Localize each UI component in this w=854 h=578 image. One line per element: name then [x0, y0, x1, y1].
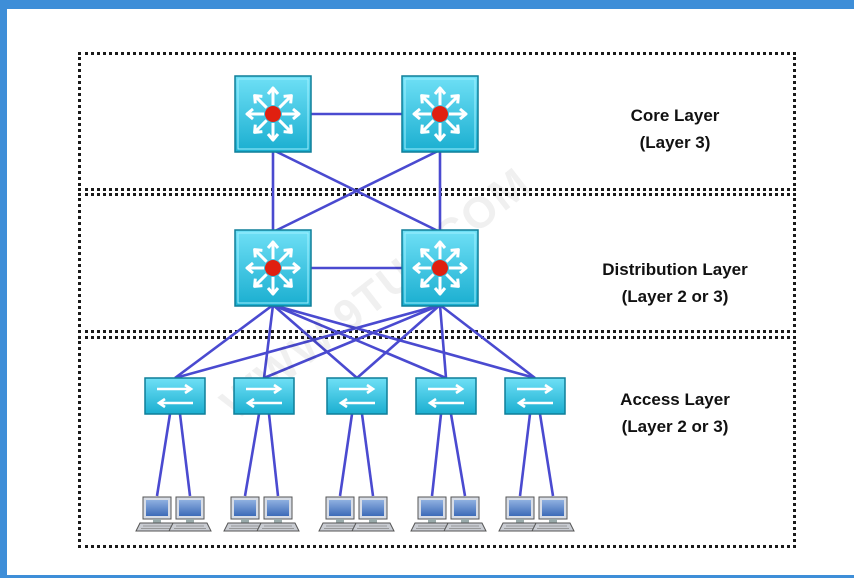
- computer-icon: [351, 496, 395, 532]
- access-layer-sub: (Layer 2 or 3): [621, 417, 729, 436]
- distribution-switch-left-icon: [235, 230, 311, 306]
- access-layer-name: Access Layer: [620, 390, 730, 409]
- access-layer-label: Access Layer (Layer 2 or 3): [575, 386, 775, 440]
- core-switch-left-icon: [235, 76, 311, 152]
- access-switch-2-icon: [232, 376, 296, 416]
- computer-icon: [531, 496, 575, 532]
- distribution-layer-sub: (Layer 2 or 3): [621, 287, 729, 306]
- core-layer-label: Core Layer (Layer 3): [575, 102, 775, 156]
- core-switch-right-icon: [402, 76, 478, 152]
- computer-icon: [168, 496, 212, 532]
- access-switch-1-icon: [143, 376, 207, 416]
- core-layer-box: [78, 52, 796, 191]
- core-layer-name: Core Layer: [630, 106, 720, 125]
- distribution-layer-name: Distribution Layer: [602, 260, 748, 279]
- distribution-layer-label: Distribution Layer (Layer 2 or 3): [575, 256, 775, 310]
- distribution-switch-right-icon: [402, 230, 478, 306]
- network-links: [155, 112, 555, 497]
- core-layer-sub: (Layer 3): [639, 133, 711, 152]
- access-switch-4-icon: [414, 376, 478, 416]
- access-switch-5-icon: [503, 376, 567, 416]
- computer-icon: [256, 496, 300, 532]
- access-switch-3-icon: [325, 376, 389, 416]
- access-layer-box: [78, 336, 796, 548]
- distribution-layer-box: [78, 193, 796, 333]
- computer-icon: [443, 496, 487, 532]
